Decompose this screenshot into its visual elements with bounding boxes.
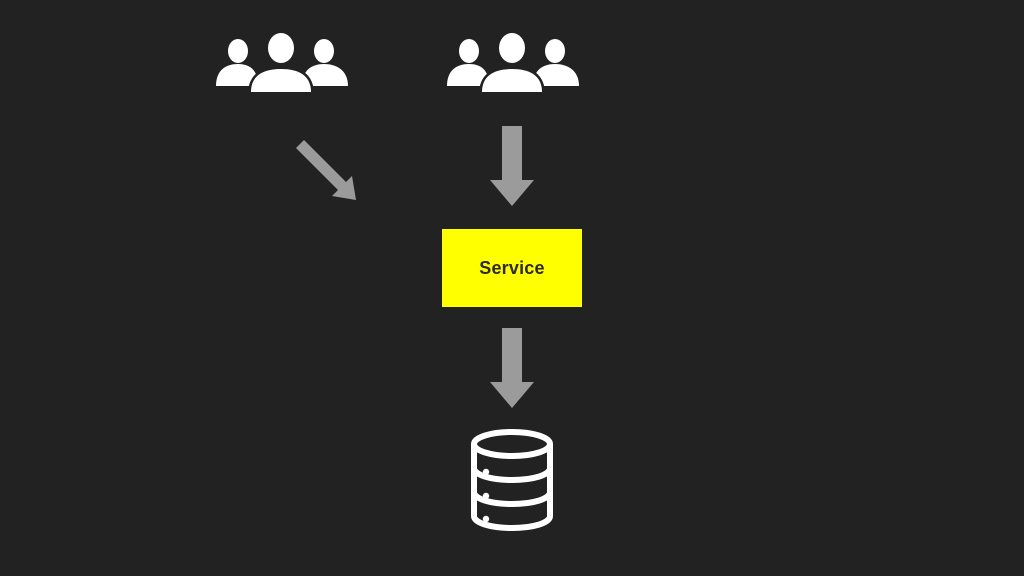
users-icon [447,30,579,94]
database-icon [471,429,553,531]
arrow-users-left-to-service [288,132,368,212]
arrow-diagonal-icon [296,140,356,200]
database [466,426,558,534]
arrow-down-icon [490,126,534,206]
arrow-service-to-database [488,326,536,412]
users-group-right [443,30,583,98]
service-box: Service [442,229,582,307]
service-label: Service [479,257,545,278]
arrow-down-icon [490,328,534,408]
arrow-users-right-to-service [488,124,536,210]
users-icon [216,30,348,94]
users-group-left [212,30,352,98]
